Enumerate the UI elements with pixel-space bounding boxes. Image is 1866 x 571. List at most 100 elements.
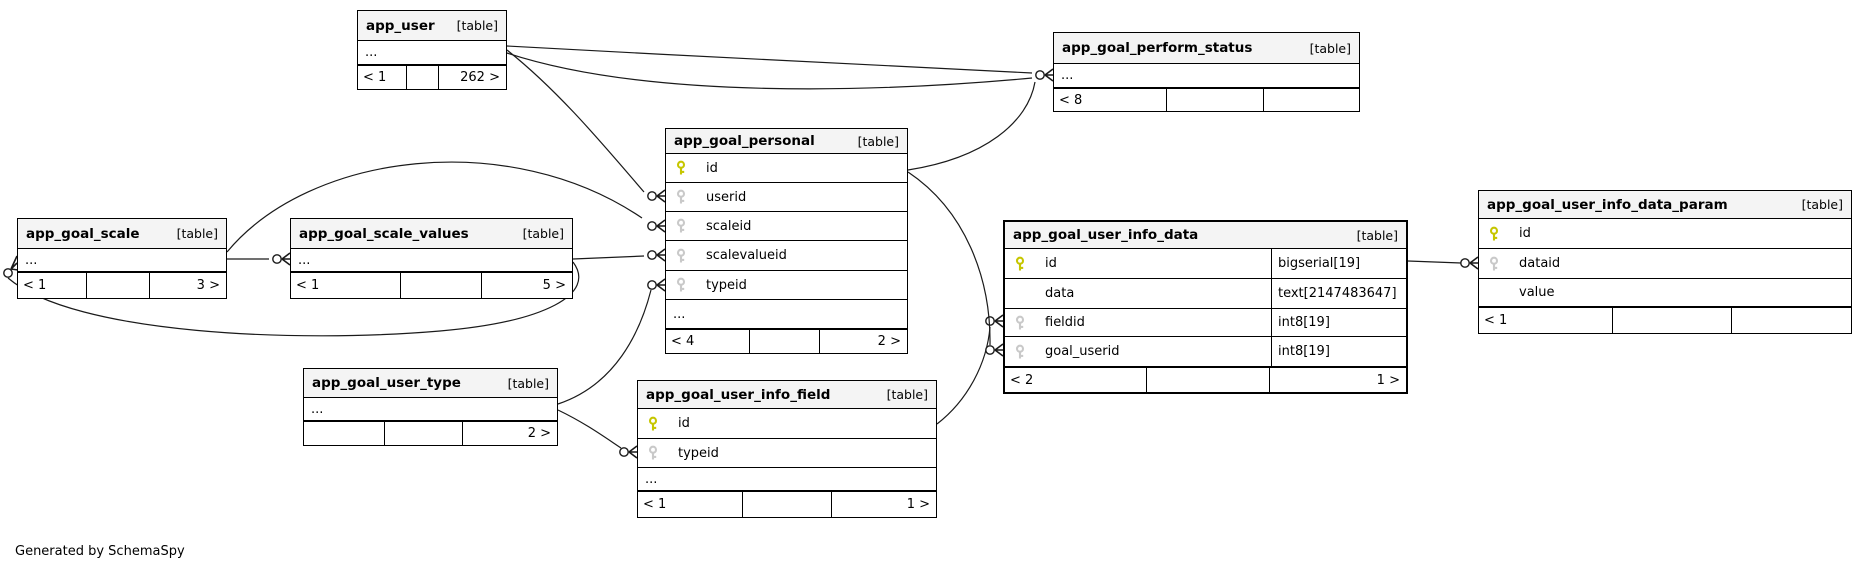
crowfoot-marker xyxy=(1460,256,1479,270)
table-name: app_user xyxy=(366,17,435,34)
table-header[interactable]: app_goal_user_info_data[table] xyxy=(1005,222,1406,249)
table-header[interactable]: app_goal_user_type[table] xyxy=(304,369,557,398)
zero-or-many-circle xyxy=(619,447,629,457)
relationship-edge-app_goal_personal-scalevalueid-to-app_goal_scale_values xyxy=(572,255,645,260)
child-count-cell: 1 > xyxy=(1270,368,1406,392)
foreign-key-icon xyxy=(676,248,686,262)
footer-middle-cell xyxy=(385,422,464,445)
collapsed-columns-row: ... xyxy=(1054,64,1359,88)
column-name: scaleid xyxy=(706,218,752,234)
footer-count: < 1 xyxy=(296,278,320,293)
crowfoot-prongs xyxy=(10,255,19,271)
zero-or-many-circle xyxy=(985,345,995,355)
table-header[interactable]: app_goal_scale_values [table] xyxy=(291,219,572,249)
relationship-edge-app_goal_personal-typeid-to-app_goal_user_type xyxy=(557,289,652,405)
relationship-edge-app_goal_user_info_field-typeid-to-app_goal_user_type xyxy=(557,409,622,449)
child-count-cell: 262 > xyxy=(439,66,506,89)
table-node-app_goal_scale[interactable]: app_goal_scale[table]...< 1 3 > xyxy=(17,218,227,299)
column-type-divider xyxy=(1271,279,1272,308)
zero-or-many-circle xyxy=(647,280,657,290)
parent-count-cell: < 1 xyxy=(18,273,88,298)
ellipsis-label: ... xyxy=(673,306,686,322)
column-name: id xyxy=(1519,226,1531,241)
crowfoot-marker xyxy=(3,255,19,278)
table-name: app_goal_personal xyxy=(674,133,815,149)
crowfoot-prongs xyxy=(281,252,291,266)
table-tag: [table] xyxy=(857,133,899,149)
table-node-app_goal_scale_values[interactable]: app_goal_scale_values [table]... < 1 5 > xyxy=(290,218,573,299)
footer-count: < 1 xyxy=(643,497,667,512)
foreign-key-icon xyxy=(1015,315,1025,329)
footer-count: < 8 xyxy=(1059,92,1083,108)
primary-key-icon xyxy=(1489,226,1499,240)
collapsed-columns-row: ... xyxy=(638,468,936,491)
child-count-cell: 2 > xyxy=(463,422,557,445)
table-header[interactable]: app_goal_scale[table] xyxy=(18,219,226,249)
table-header[interactable]: app_goal_perform_status[table] xyxy=(1054,33,1359,64)
foreign-key-icon xyxy=(676,189,686,204)
table-node-app_goal_user_info_data_param[interactable]: app_goal_user_info_data_param[table]id da… xyxy=(1478,190,1852,334)
collapsed-columns-row: ... xyxy=(358,41,506,65)
table-tag: [table] xyxy=(522,226,564,241)
table-name: app_goal_user_info_data xyxy=(1013,227,1199,243)
column-name: dataid xyxy=(1519,256,1561,271)
crowfoot-prongs xyxy=(1044,68,1054,82)
crowfoot-prongs xyxy=(1469,256,1479,270)
table-header[interactable]: app_goal_user_info_field[table] xyxy=(638,381,936,409)
parent-count-cell: < 1 xyxy=(1479,308,1613,333)
table-name: app_goal_scale_values xyxy=(299,225,469,242)
footer-middle-cell xyxy=(750,330,821,353)
child-count-cell xyxy=(1732,308,1851,333)
footer-count: 2 > xyxy=(877,334,901,349)
ellipsis-label: ... xyxy=(311,401,324,417)
foreign-key-icon xyxy=(676,218,686,233)
collapsed-columns-row: ... xyxy=(291,249,572,272)
footer-count: 3 > xyxy=(196,278,220,293)
table-tag: [table] xyxy=(1801,197,1843,212)
table-footer: 2 > xyxy=(304,421,557,445)
foreign-key-icon xyxy=(1015,344,1025,358)
column-type-divider xyxy=(1271,249,1272,278)
zero-or-many-circle xyxy=(647,221,657,231)
relationship-edge-app_goal_user_info_data-goal_userid-to-app_goal_personal xyxy=(907,171,991,346)
crowfoot-marker xyxy=(619,445,638,459)
table-footer: < 8 xyxy=(1054,88,1359,111)
foreign-key-icon xyxy=(676,277,686,292)
crowfoot-prongs xyxy=(656,189,666,203)
crowfoot-prongs xyxy=(656,219,666,233)
crowfoot-marker xyxy=(647,189,666,203)
relationship-edge-app_goal_personal-userid-to-app_user xyxy=(506,49,645,193)
column-name: typeid xyxy=(706,277,747,293)
footer-middle-cell xyxy=(407,66,440,89)
primary-key-icon xyxy=(1015,256,1025,270)
footer-middle-cell xyxy=(743,492,832,517)
footer-count: 2 > xyxy=(527,426,551,441)
relationship-edge-app_goal_user_info_data-fieldid-to-app_goal_user_info_field xyxy=(936,326,991,425)
child-count-cell: 2 > xyxy=(820,330,907,353)
collapsed-columns-row: ... xyxy=(304,398,557,421)
column-row-id: id xyxy=(1479,219,1851,249)
collapsed-columns-row: ... xyxy=(18,249,226,272)
child-count-cell: 5 > xyxy=(482,273,572,298)
table-header[interactable]: app_goal_personal [table] xyxy=(666,129,907,154)
table-footer: < 1 5 > xyxy=(291,272,572,298)
table-header[interactable]: app_goal_user_info_data_param[table] xyxy=(1479,191,1851,219)
column-name: id xyxy=(706,160,718,176)
parent-count-cell: < 2 xyxy=(1005,368,1148,392)
table-node-app_goal_perform_status[interactable]: app_goal_perform_status[table]... < 8 xyxy=(1053,32,1360,112)
footer-count: < 2 xyxy=(1010,372,1034,388)
foreign-key-icon xyxy=(1489,256,1499,270)
crowfoot-marker xyxy=(647,248,666,262)
table-header[interactable]: app_user[table] xyxy=(358,11,506,41)
table-node-app_goal_user_type[interactable]: app_goal_user_type[table]... 2 > xyxy=(303,368,558,446)
table-footer: < 2 1 > xyxy=(1005,367,1406,392)
column-type-divider xyxy=(1271,337,1272,366)
footer-count: 1 > xyxy=(906,497,930,512)
relationship-edge-app_goal_perform_status-to-app_user xyxy=(506,45,1033,74)
relationship-edge-app_goal_personal-scaleid-to-app_goal_scale xyxy=(226,161,643,253)
